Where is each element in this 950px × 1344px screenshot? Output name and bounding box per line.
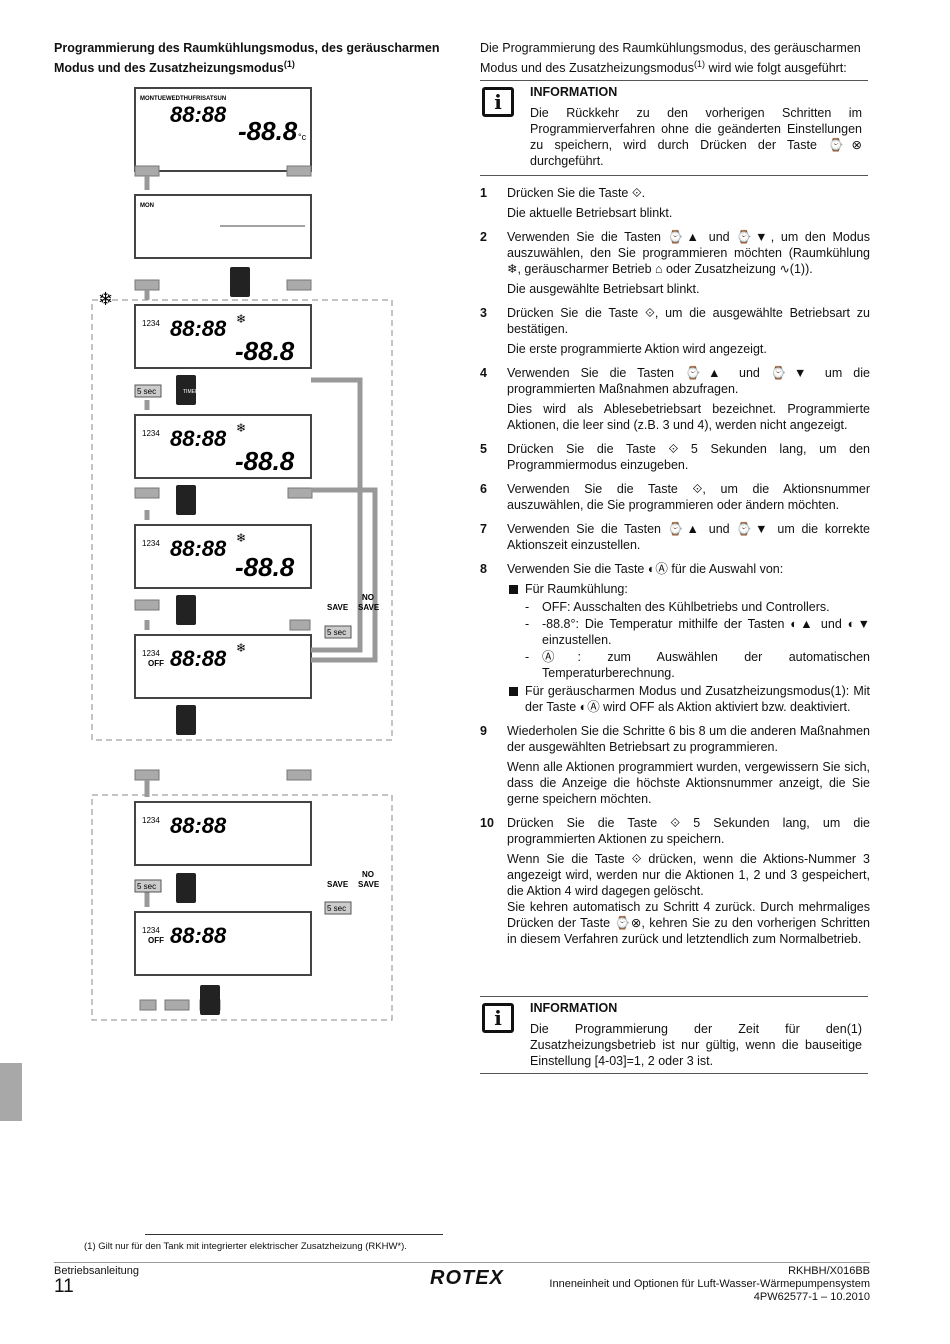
svg-text:❄: ❄ bbox=[236, 421, 246, 435]
svg-text:88:88: 88:88 bbox=[170, 426, 227, 451]
quiet-heater-frame bbox=[91, 794, 393, 1021]
svg-text:5 sec: 5 sec bbox=[327, 628, 346, 637]
info-icon: i bbox=[482, 1003, 514, 1033]
step-8: 8 Verwenden Sie die Taste ◐Ⓐ für die Aus… bbox=[480, 562, 870, 714]
svg-text:-88.8: -88.8 bbox=[238, 116, 298, 146]
lcd-screen-4: 1234 88:88 -88.8 ❄ bbox=[134, 414, 312, 479]
svg-text:SAVE: SAVE bbox=[327, 880, 349, 889]
svg-text:TIMER: TIMER bbox=[183, 389, 199, 395]
svg-text:88:88: 88:88 bbox=[170, 813, 227, 838]
svg-text:❄: ❄ bbox=[98, 289, 113, 309]
svg-text:88:88: 88:88 bbox=[170, 646, 227, 671]
cooling-frame bbox=[91, 299, 393, 741]
svg-text:88:88: 88:88 bbox=[170, 923, 227, 948]
svg-text:1234: 1234 bbox=[142, 816, 160, 825]
svg-text:5 sec: 5 sec bbox=[137, 882, 156, 891]
svg-text:-88.8: -88.8 bbox=[235, 552, 295, 582]
svg-text:5 sec: 5 sec bbox=[327, 904, 346, 913]
lcd-screen-2: MON bbox=[134, 194, 312, 259]
svg-text:88:88: 88:88 bbox=[170, 102, 227, 127]
svg-text:❄: ❄ bbox=[236, 641, 246, 655]
svg-text:1234: 1234 bbox=[142, 319, 160, 328]
svg-text:°c: °c bbox=[298, 132, 307, 142]
info-box-1: i INFORMATION Die Rückkehr zu den vorher… bbox=[480, 80, 868, 176]
svg-text:❄: ❄ bbox=[236, 312, 246, 326]
svg-text:OFF: OFF bbox=[148, 659, 164, 668]
svg-text:NO: NO bbox=[362, 870, 374, 879]
svg-text:NO: NO bbox=[362, 593, 374, 602]
lcd-screen-6: 1234 OFF 88:88 ❄ bbox=[134, 634, 312, 699]
svg-text:1234: 1234 bbox=[142, 649, 160, 658]
svg-text:88:88: 88:88 bbox=[170, 536, 227, 561]
svg-text:1234: 1234 bbox=[142, 926, 160, 935]
svg-text:-88.8: -88.8 bbox=[235, 446, 295, 476]
lcd-screen-5: 1234 88:88 -88.8 ❄ bbox=[134, 524, 312, 589]
svg-text:MONTUEWEDTHUFRISATSUN: MONTUEWEDTHUFRISATSUN bbox=[140, 96, 226, 102]
footer-right: RKHBH/X016BB Inneneinheit und Optionen f… bbox=[549, 1265, 870, 1303]
page-tab-marker bbox=[0, 1063, 22, 1121]
step-10: 10 Drücken Sie die Taste ⟐ 5 Sekunden la… bbox=[480, 816, 870, 946]
svg-text:SAVE: SAVE bbox=[358, 880, 380, 889]
svg-text:-88.8: -88.8 bbox=[235, 336, 295, 366]
info-box-2: i INFORMATION Die Programmierung der Zei… bbox=[480, 996, 868, 1074]
flow-arrows bbox=[144, 176, 378, 907]
button-keys bbox=[134, 165, 313, 1011]
lcd-screen-3: 1234 88:88 -88.8 ❄ bbox=[134, 304, 312, 369]
svg-text:1234: 1234 bbox=[142, 429, 160, 438]
footnote-rule bbox=[145, 1234, 443, 1235]
brand-logo: ROTEX bbox=[430, 1267, 504, 1289]
svg-text:88:88: 88:88 bbox=[170, 316, 227, 341]
svg-text:1234: 1234 bbox=[142, 539, 160, 548]
footer-doc-type: Betriebsanleitung bbox=[54, 1265, 140, 1277]
footer-rule bbox=[54, 1262, 870, 1263]
svg-text:SAVE: SAVE bbox=[327, 603, 349, 612]
programming-diagram: MONTUEWEDTHUFRISATSUN 88:88 -88.8 °c MON… bbox=[91, 87, 393, 1021]
svg-text:SAVE: SAVE bbox=[358, 603, 380, 612]
info-icon: i bbox=[482, 87, 514, 117]
svg-text:5 sec: 5 sec bbox=[137, 387, 156, 396]
svg-text:MON: MON bbox=[140, 203, 154, 209]
timer-keypad bbox=[176, 267, 250, 1015]
lcd-screen-8: 1234 OFF 88:88 bbox=[134, 911, 312, 976]
step-9: 9 Wiederholen Sie die Schritte 6 bis 8 u… bbox=[480, 724, 870, 806]
svg-text:❄: ❄ bbox=[236, 531, 246, 545]
intro-text: Die Programmierung des Raumkühlungsmodus… bbox=[480, 41, 861, 76]
footnote: (1) Gilt nur für den Tank mit integriert… bbox=[84, 1241, 407, 1252]
section-heading: Programmierung des Raumkühlungsmodus, de… bbox=[54, 41, 440, 76]
lcd-screen-7: 1234 88:88 bbox=[134, 801, 312, 866]
page-number: 11 bbox=[54, 1276, 74, 1297]
lcd-screen-1: MONTUEWEDTHUFRISATSUN 88:88 -88.8 °c bbox=[134, 87, 312, 172]
svg-text:OFF: OFF bbox=[148, 936, 164, 945]
